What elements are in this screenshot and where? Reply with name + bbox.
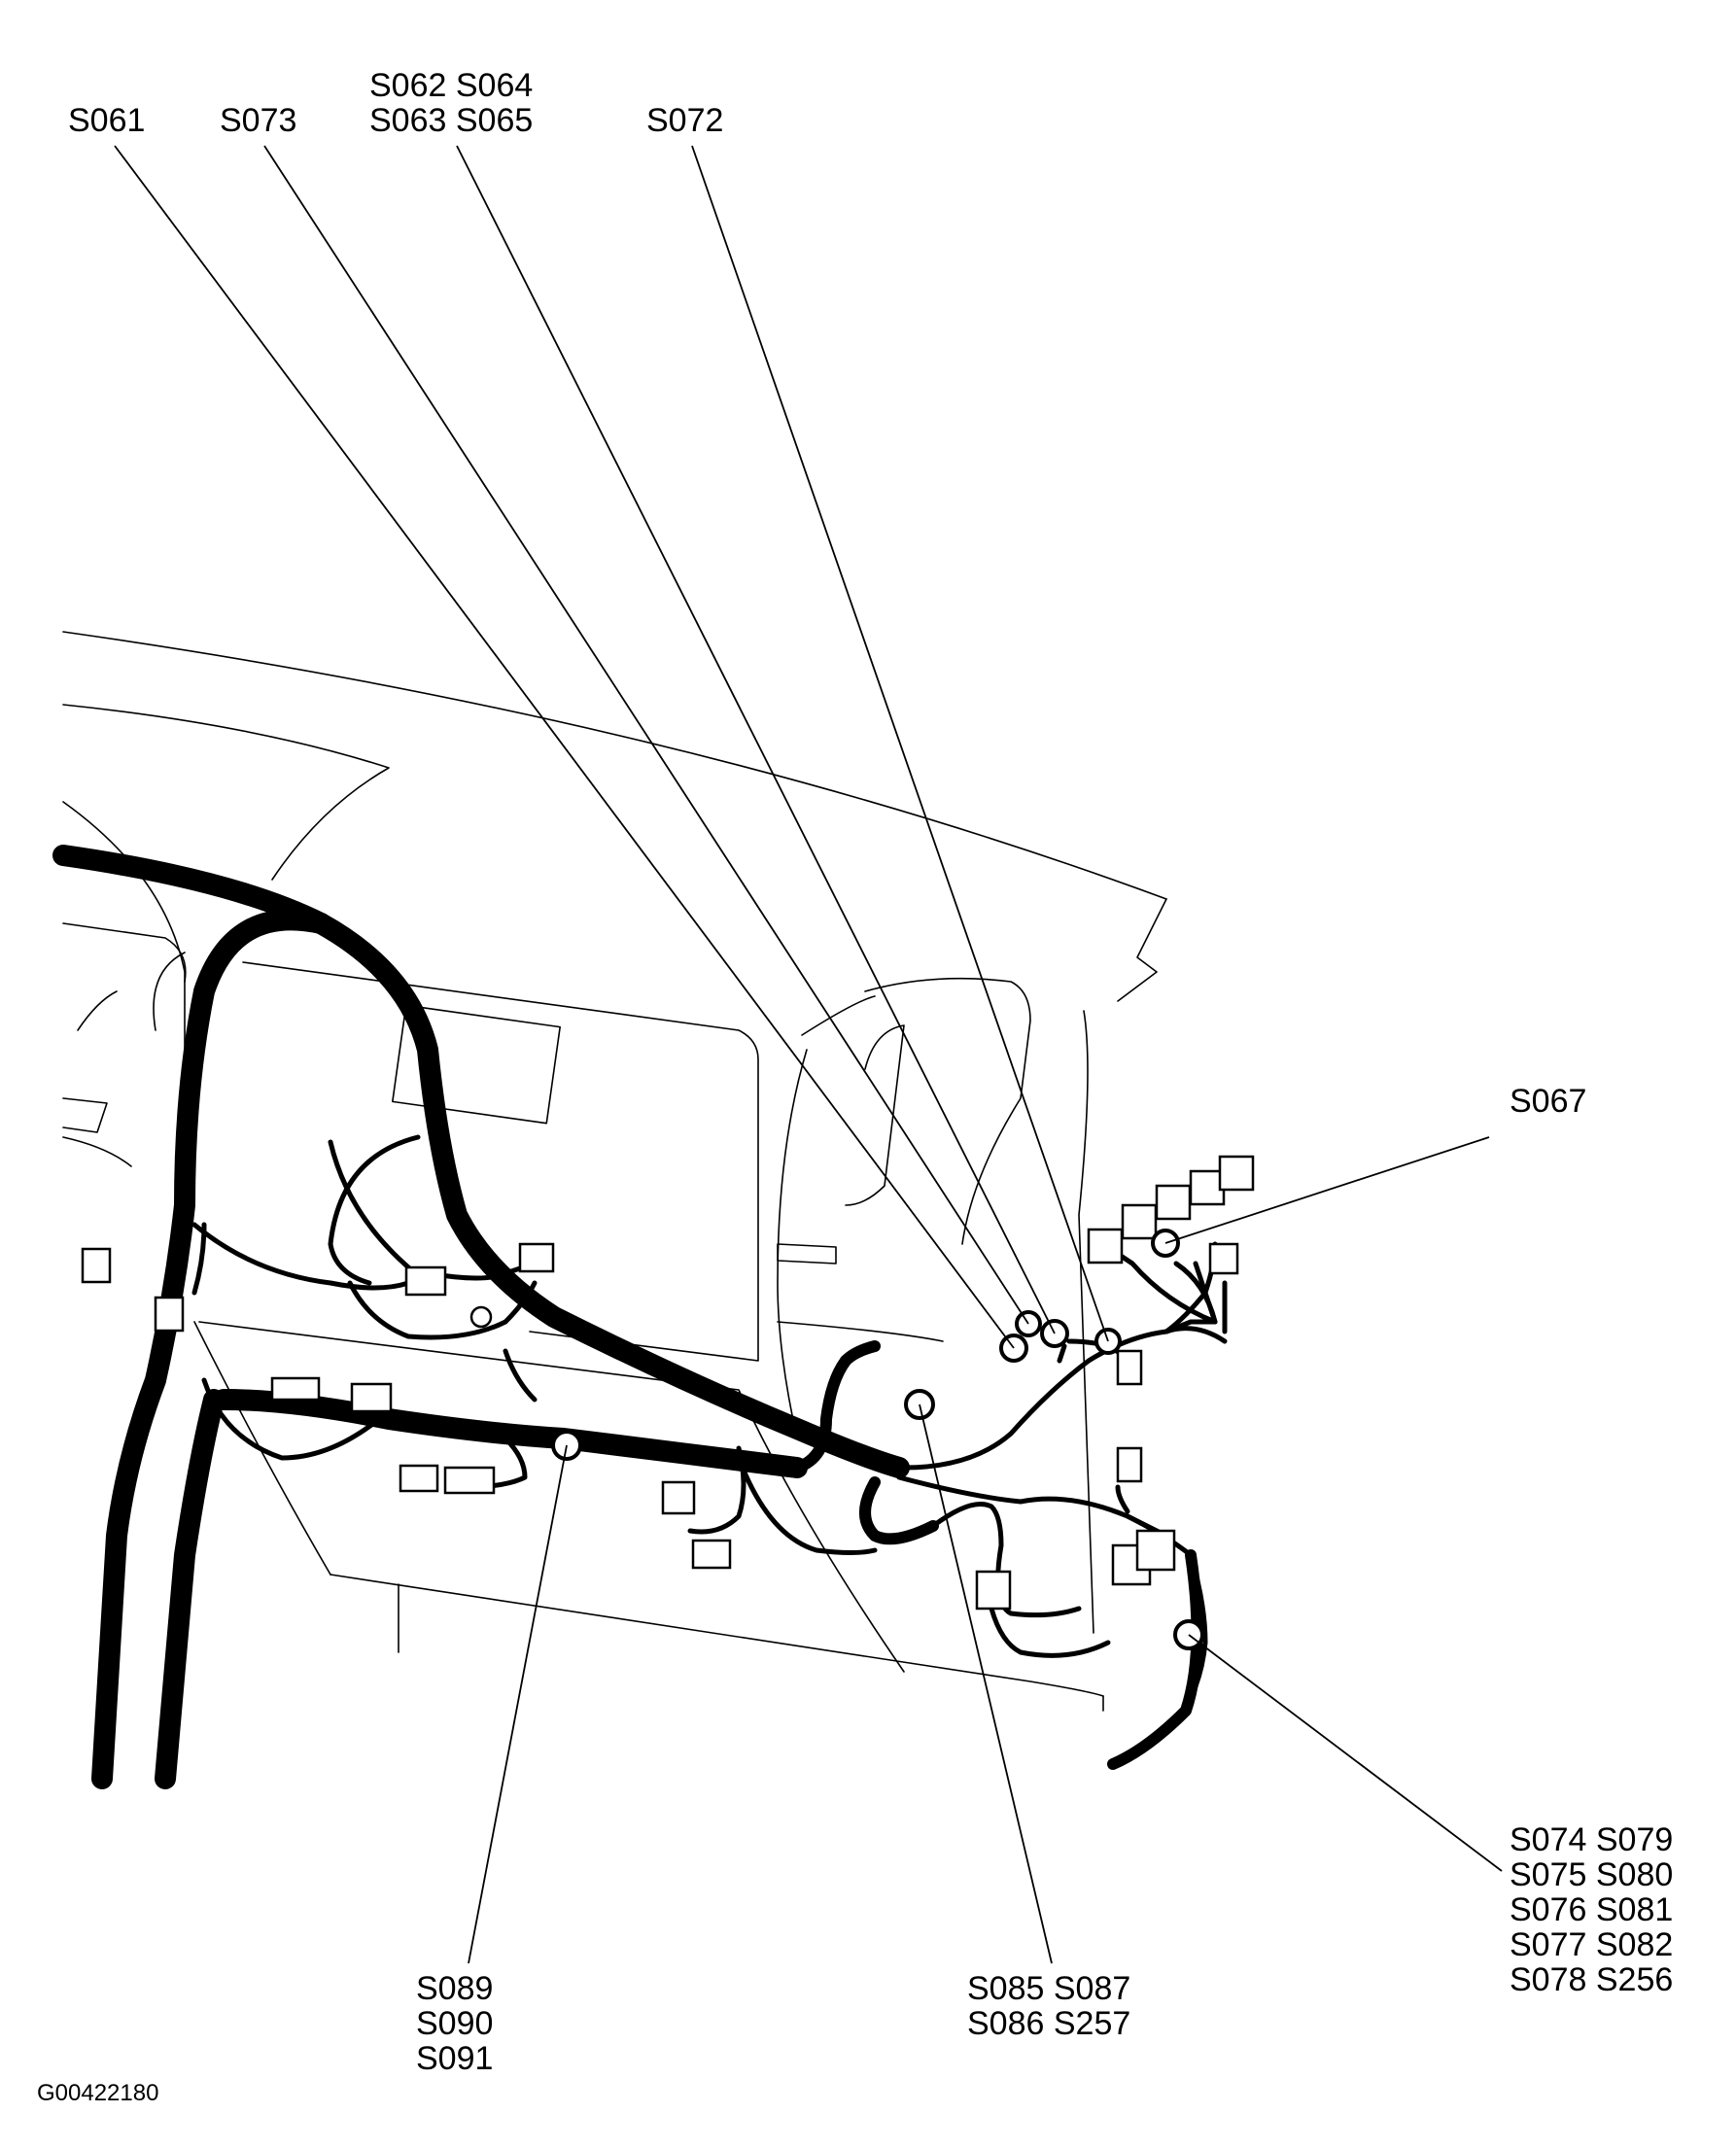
leader-s062 bbox=[456, 145, 1056, 1334]
figure-id: G00422180 bbox=[37, 2080, 159, 2106]
leader-s085 bbox=[919, 1403, 1053, 1964]
connectors bbox=[81, 1155, 1255, 1611]
leader-s074 bbox=[1188, 1634, 1503, 1872]
label-s067: S067 bbox=[1510, 1083, 1587, 1120]
label-s074-group: S074 S079 S075 S080 S076 S081 S077 S082 … bbox=[1510, 1821, 1674, 1998]
label-s072: S072 bbox=[646, 102, 724, 139]
main-harness bbox=[52, 845, 939, 1789]
label-s085-group: S085 S087 S086 S257 bbox=[967, 1970, 1131, 2042]
dash-outline bbox=[62, 631, 1167, 1712]
leader-s089 bbox=[468, 1444, 568, 1964]
leader-s061 bbox=[114, 145, 1015, 1349]
leader-s067 bbox=[1164, 1136, 1490, 1244]
label-s073: S073 bbox=[220, 102, 297, 139]
leader-s073 bbox=[263, 145, 1029, 1325]
label-s061: S061 bbox=[68, 102, 146, 139]
leader-s072 bbox=[691, 145, 1109, 1342]
splice-markers bbox=[551, 1229, 1204, 1650]
leader-lines bbox=[114, 145, 1503, 1964]
label-s062-group: S062 S064 S063 S065 bbox=[369, 67, 534, 139]
label-s089-group: S089 S090 S091 bbox=[416, 1970, 494, 2077]
